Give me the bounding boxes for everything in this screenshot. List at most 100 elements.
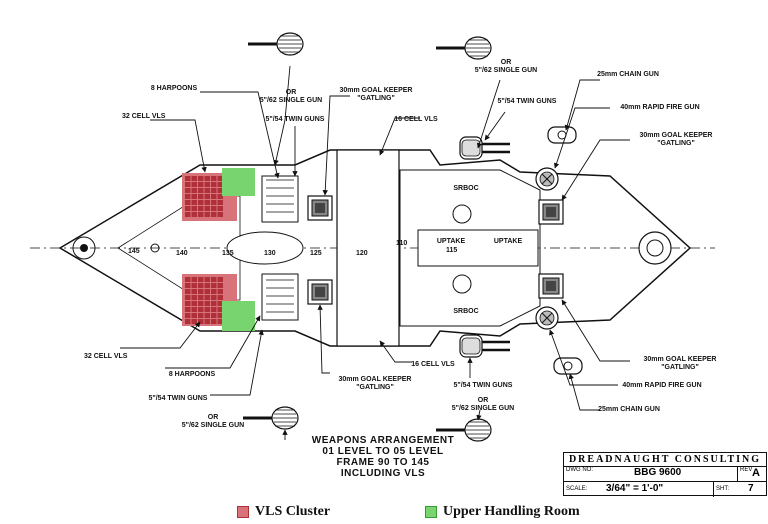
frame-number: 125 [310,250,322,257]
vls-cell [204,188,210,193]
handling-room-bottom [222,301,255,331]
label-harpoons-bottom: 8 HARPOONS [169,371,216,378]
vls-cell [211,206,217,211]
vls-cell [185,212,191,217]
scale-value: 3/64" = 1'-0" [606,483,664,494]
label-gk30-bottom-center: 30mm GOAL KEEPER"GATLING" [338,376,411,391]
frame-number: 130 [264,250,276,257]
vls-cell [185,194,191,199]
vls-cell [191,200,197,205]
vls-cell [185,295,191,300]
vls-cell [185,176,191,181]
vls-cell [217,176,223,181]
label-srboc-top: SRBOC [453,185,478,192]
vls-cell [204,212,210,217]
frame-number: 145 [128,248,140,255]
vls-cell [198,194,204,199]
vls-cell [198,295,204,300]
vls-cell [191,283,197,288]
label-rapid40-top: 40mm RAPID FIRE GUN [620,104,699,111]
vls-cell [217,212,223,217]
legend-label-handling: Upper Handling Room [443,504,580,519]
label-vls16-bottom: 16 CELL VLS [411,361,455,368]
vls-cell [204,182,210,187]
scale-caption: SCALE: [566,486,588,492]
drawing-number: BBG 9600 [634,467,682,478]
vls-cell [217,313,223,318]
vls-cell [198,212,204,217]
vls-cell [211,319,217,324]
vls-cell [191,289,197,294]
legend-swatch-handling [425,506,437,518]
vls-cell [217,200,223,205]
arrangement-line4: INCLUDING VLS [341,468,425,479]
vls-cluster-bottom [182,274,237,326]
vls-cell [204,194,210,199]
vls-cell [204,313,210,318]
vls-cell [191,206,197,211]
vls-cell [211,176,217,181]
vls-cell [211,295,217,300]
vls-cell [217,194,223,199]
vls-cell [211,182,217,187]
vls-cell [198,307,204,312]
label-twin54-top-right: 5"/54 TWIN GUNS [498,98,557,105]
vls-cell [185,313,191,318]
vls-cell [191,319,197,324]
vls-cell [191,313,197,318]
vls-cell [185,206,191,211]
vls16-block [336,149,400,347]
label-gk30-bottom-right: 30mm GOAL KEEPER"GATLING" [643,356,716,371]
sheet-caption: SHT: [716,486,730,492]
vls-cell [185,283,191,288]
vls-cell [204,206,210,211]
vls-cell [211,301,217,306]
vls-cell [211,307,217,312]
label-rapid40-bottom: 40mm RAPID FIRE GUN [622,382,701,389]
vls-cell [198,319,204,324]
vls-cell [211,194,217,199]
arrangement-line3: FRAME 90 TO 145 [337,457,430,468]
vls-cell [211,188,217,193]
legend: VLS Cluster Upper Handling Room [0,500,768,524]
vls-cell [198,289,204,294]
vls-cell [198,188,204,193]
vls-cell [185,289,191,294]
vls-cell [217,206,223,211]
arrangement-line1: WEAPONS ARRANGEMENT [312,435,454,446]
vls-cell [191,176,197,181]
vls-cell [191,307,197,312]
frame-number: 120 [356,250,368,257]
vls-cell [198,283,204,288]
vls-cell [204,289,210,294]
vls-cluster-top [182,173,237,221]
label-srboc-bottom: SRBOC [453,308,478,315]
frame-number: 140 [176,250,188,257]
label-twin54-bottom-left: 5"/54 TWIN GUNS [149,395,208,402]
vls-cell [185,301,191,306]
label-harpoons-top: 8 HARPOONS [151,85,198,92]
vls-cell [198,206,204,211]
label-vls32-top: 32 CELL VLS [122,113,166,120]
harpoon-rack-bottom [261,273,299,321]
vls-cell [211,212,217,217]
vls-cell [198,313,204,318]
vls-cell [217,307,223,312]
vls-cell [211,313,217,318]
label-vls32-bottom: 32 CELL VLS [84,353,128,360]
revision: A [752,467,760,479]
label-uptake-left: UPTAKE [437,238,466,245]
label-gk30-top-center: 30mm GOAL KEEPER"GATLING" [339,87,412,102]
vls-cell [198,301,204,306]
vls-cell [204,277,210,282]
vls-cell [191,194,197,199]
vls-cell [204,200,210,205]
vls-cell [204,283,210,288]
vls-cell [204,295,210,300]
legend-swatch-vls [237,506,249,518]
harpoon-rack-top [261,175,299,223]
